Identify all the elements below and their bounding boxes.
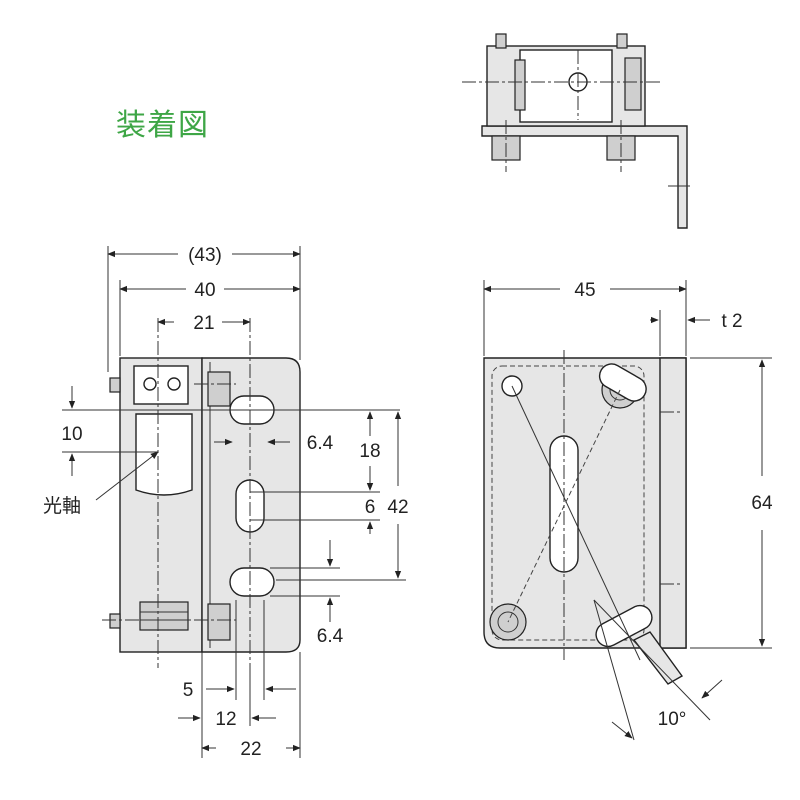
front-lower-block xyxy=(139,601,189,631)
dim-angle: 10° xyxy=(658,709,687,730)
dim-body-width: 40 xyxy=(194,280,215,301)
front-screw-right xyxy=(167,377,181,391)
side-cable xyxy=(632,631,684,685)
front-slot-bottom xyxy=(229,567,275,597)
dim-side-width: 45 xyxy=(574,280,595,301)
side-view xyxy=(483,350,711,741)
front-lens-window xyxy=(135,413,193,496)
front-nut-top xyxy=(207,371,231,407)
dim-axis-offset: 21 xyxy=(193,313,214,334)
side-slot-top xyxy=(598,363,647,402)
dim-slot-spacing: 12 xyxy=(215,709,236,730)
top-sensor-face xyxy=(519,49,613,123)
side-sensor-outline xyxy=(491,365,645,641)
top-pin-right xyxy=(616,33,628,49)
dim-thickness: t 2 xyxy=(721,311,742,332)
dim-total-height: 42 xyxy=(387,497,408,518)
front-screw-left xyxy=(143,377,157,391)
side-bracket-edge xyxy=(659,357,687,649)
front-view xyxy=(95,318,301,668)
top-view xyxy=(462,33,690,229)
front-pin-top xyxy=(109,377,121,393)
dim-slot-width-bottom: 6.4 xyxy=(317,626,344,647)
dim-side-height: 64 xyxy=(751,493,773,514)
side-bracket-plate xyxy=(483,357,687,649)
dim-bracket-width: 22 xyxy=(240,739,261,760)
top-left-window xyxy=(514,59,526,111)
dim-overall-width: (43) xyxy=(188,245,222,266)
dim-slot-width-top: 6.4 xyxy=(307,433,334,454)
dim-slot-pitch: 18 xyxy=(359,441,380,462)
front-pin-bottom xyxy=(109,613,121,629)
side-dimensions: 45 t 2 64 10° xyxy=(483,280,773,739)
front-dimensions: (43) 40 21 10 光軸 6.4 18 6 xyxy=(43,245,409,760)
front-nut-bottom xyxy=(207,603,231,641)
dim-slot-center: 6 xyxy=(365,497,376,518)
top-pin-left xyxy=(495,33,507,49)
dim-axis-height: 10 xyxy=(61,424,82,445)
top-bracket xyxy=(481,125,688,229)
axis-label: 光軸 xyxy=(43,495,81,517)
top-right-connector xyxy=(624,57,642,111)
dim-left-offset: 5 xyxy=(183,680,194,701)
diagram-title: 装着図 xyxy=(116,108,209,143)
